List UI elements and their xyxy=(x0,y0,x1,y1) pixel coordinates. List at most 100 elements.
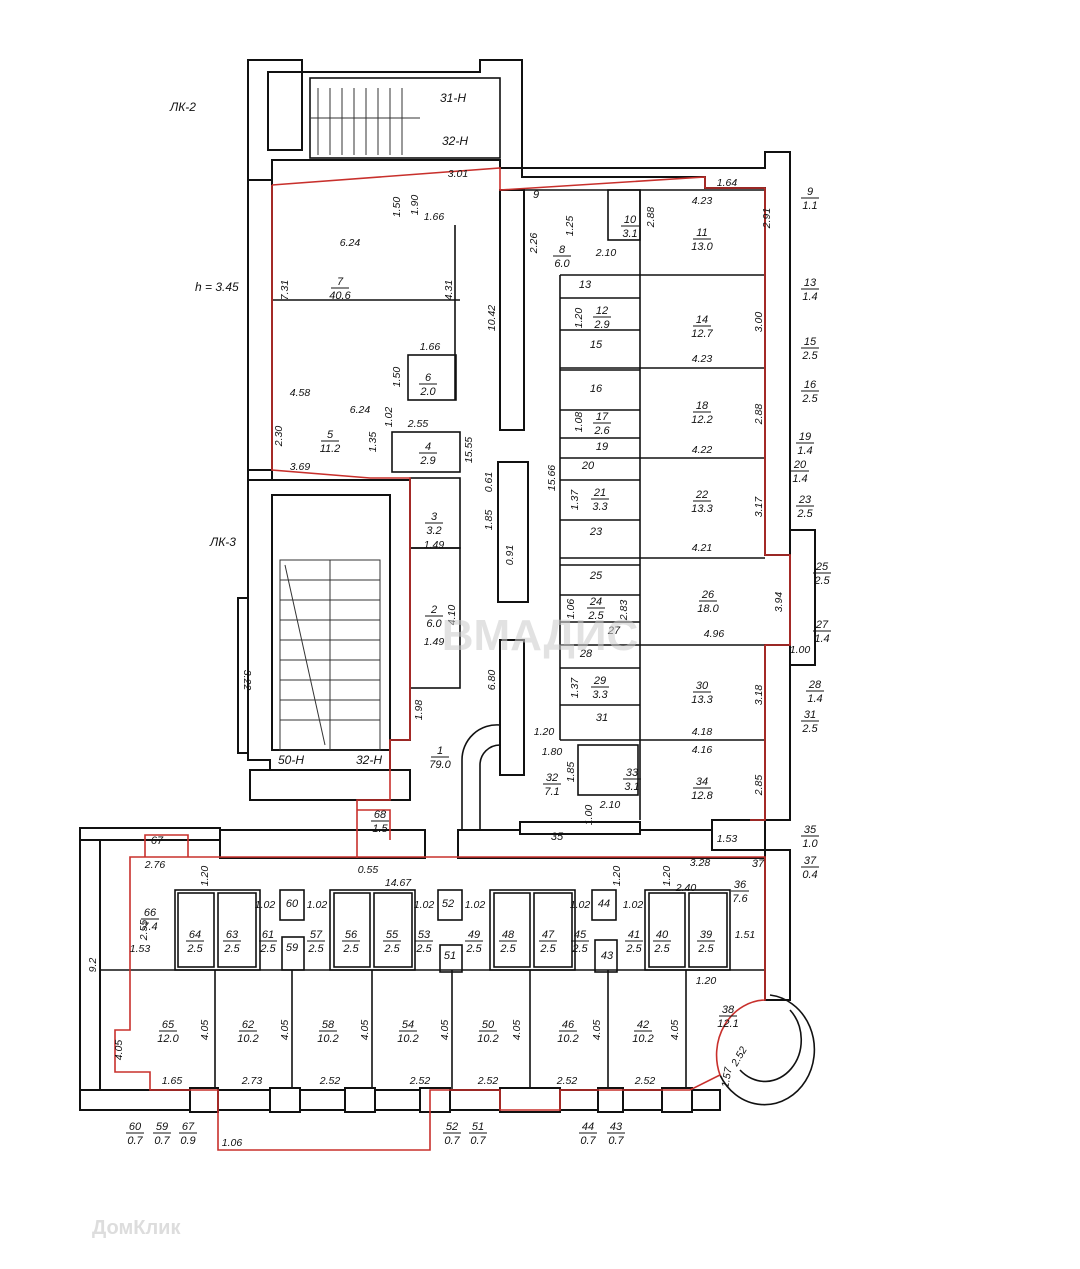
room-56-number: 56 xyxy=(345,929,358,941)
dimension-10.42: 10.42 xyxy=(486,305,498,331)
dimension-15.55: 15.55 xyxy=(463,437,475,463)
dimension-1.02: 1.02 xyxy=(383,407,395,428)
room-11-area: 13.0 xyxy=(691,241,713,253)
room-46-number: 46 xyxy=(562,1019,575,1031)
room-49-number: 49 xyxy=(468,929,480,941)
room-19-number: 19 xyxy=(596,441,608,453)
room-65-area: 12.0 xyxy=(157,1033,179,1045)
dimension-14.67: 14.67 xyxy=(385,877,412,889)
room-9-number: 9 xyxy=(533,189,539,201)
window-niche-16-area: 2.5 xyxy=(801,393,818,405)
room-29-area: 3.3 xyxy=(592,689,608,701)
dimension-4.31: 4.31 xyxy=(443,280,455,300)
dimension-0.91: 0.91 xyxy=(504,545,516,565)
room-39-number: 39 xyxy=(700,929,712,941)
room-61-number: 61 xyxy=(262,929,274,941)
window-niche-27-area: 1.4 xyxy=(814,633,829,645)
room-3-area: 3.2 xyxy=(426,525,441,537)
window-niche-31-number: 31 xyxy=(804,709,816,721)
room-4-area: 2.9 xyxy=(419,455,435,467)
dimension-1.20: 1.20 xyxy=(534,726,555,738)
domclick-logo: ДомКлик xyxy=(92,1217,181,1239)
room-12-area: 2.9 xyxy=(593,319,609,331)
dimension-2.55: 2.55 xyxy=(138,920,150,942)
dimension-1.02: 1.02 xyxy=(570,899,591,911)
room-25-number: 25 xyxy=(589,570,603,582)
window-niche-44-number: 44 xyxy=(582,1121,594,1133)
dimension-4.05: 4.05 xyxy=(669,1020,681,1041)
dimension-4.10: 4.10 xyxy=(446,605,458,626)
room-17-area: 2.6 xyxy=(593,425,610,437)
room-30-area: 13.3 xyxy=(691,694,713,706)
room-43-number: 43 xyxy=(601,950,614,962)
dimension-3.69: 3.69 xyxy=(290,461,311,473)
dimension-1.65: 1.65 xyxy=(162,1075,183,1087)
room-21-area: 3.3 xyxy=(592,501,608,513)
room-55-number: 55 xyxy=(386,929,399,941)
room-52-number: 52 xyxy=(442,898,454,910)
window-niche-35-area: 1.0 xyxy=(802,838,818,850)
dimension-1.20: 1.20 xyxy=(199,866,211,887)
room-14-number: 14 xyxy=(696,314,708,326)
dimension-1.80: 1.80 xyxy=(542,746,563,758)
room-45-area: 2.5 xyxy=(571,943,588,955)
dimension-1.49: 1.49 xyxy=(424,636,445,648)
room-34-number: 34 xyxy=(696,776,708,788)
room-49-area: 2.5 xyxy=(465,943,482,955)
dimension-1.02: 1.02 xyxy=(414,899,435,911)
dimension-1.35: 1.35 xyxy=(367,432,379,453)
dimension-1.85: 1.85 xyxy=(565,762,577,783)
window-niche-28-number: 28 xyxy=(808,679,822,691)
dimension-1.50: 1.50 xyxy=(391,367,403,388)
window-niche-27-number: 27 xyxy=(815,619,829,631)
dimension-2.26: 2.26 xyxy=(528,233,540,255)
window-niche-25-area: 2.5 xyxy=(813,575,830,587)
room-64-number: 64 xyxy=(189,929,201,941)
room-58-area: 10.2 xyxy=(317,1033,338,1045)
dimension-1.53: 1.53 xyxy=(717,833,738,845)
room-44-number: 44 xyxy=(598,898,610,910)
window-niche-52-area: 0.7 xyxy=(444,1135,460,1147)
room-37-number: 37 xyxy=(752,858,765,870)
window-niche-60-area: 0.7 xyxy=(127,1135,143,1147)
dimension-2.83: 2.83 xyxy=(618,600,630,622)
stair-unit-31n: 31-Н xyxy=(440,91,466,105)
dimension-4.05: 4.05 xyxy=(359,1020,371,1041)
dimension-2.52: 2.52 xyxy=(634,1075,656,1087)
dimension-2.52: 2.52 xyxy=(319,1075,341,1087)
room-7-number: 7 xyxy=(337,276,344,288)
dimension-4.05: 4.05 xyxy=(439,1020,451,1041)
room-32-area: 7.1 xyxy=(544,786,559,798)
room-57-number: 57 xyxy=(310,929,323,941)
room-18-number: 18 xyxy=(696,400,709,412)
walls xyxy=(79,59,816,1113)
room-32-number: 32 xyxy=(546,772,558,784)
room-50-area: 10.2 xyxy=(477,1033,498,1045)
window-niche-19-area: 1.4 xyxy=(797,445,812,457)
dimension-1.85: 1.85 xyxy=(483,510,495,531)
room-63-area: 2.5 xyxy=(223,943,240,955)
room-4-number: 4 xyxy=(425,441,431,453)
window-niche-59-number: 59 xyxy=(156,1121,168,1133)
dimension-4.96: 4.96 xyxy=(704,628,725,640)
stair-label-lk2: ЛК-2 xyxy=(169,100,196,114)
dimension-4.16: 4.16 xyxy=(692,744,713,756)
window-niche-20-number: 20 xyxy=(793,459,807,471)
dimension-1.51: 1.51 xyxy=(735,929,755,941)
room-31-number: 31 xyxy=(596,712,608,724)
window-niche-23-area: 2.5 xyxy=(796,508,813,520)
room-22-area: 13.3 xyxy=(691,503,713,515)
window-niche-51-number: 51 xyxy=(472,1121,484,1133)
room-12-number: 12 xyxy=(596,305,608,317)
window-niche-15-number: 15 xyxy=(804,336,817,348)
room-26-number: 26 xyxy=(701,589,715,601)
dimension-2.88: 2.88 xyxy=(753,404,765,426)
dimension-1.50: 1.50 xyxy=(391,197,403,218)
room-36-number: 36 xyxy=(734,879,747,891)
dimension-1.20: 1.20 xyxy=(661,866,673,887)
room-54-area: 10.2 xyxy=(397,1033,418,1045)
window-niche-37-number: 37 xyxy=(804,855,817,867)
dimension-1.02: 1.02 xyxy=(465,899,486,911)
room-67-number: 67 xyxy=(151,835,164,847)
